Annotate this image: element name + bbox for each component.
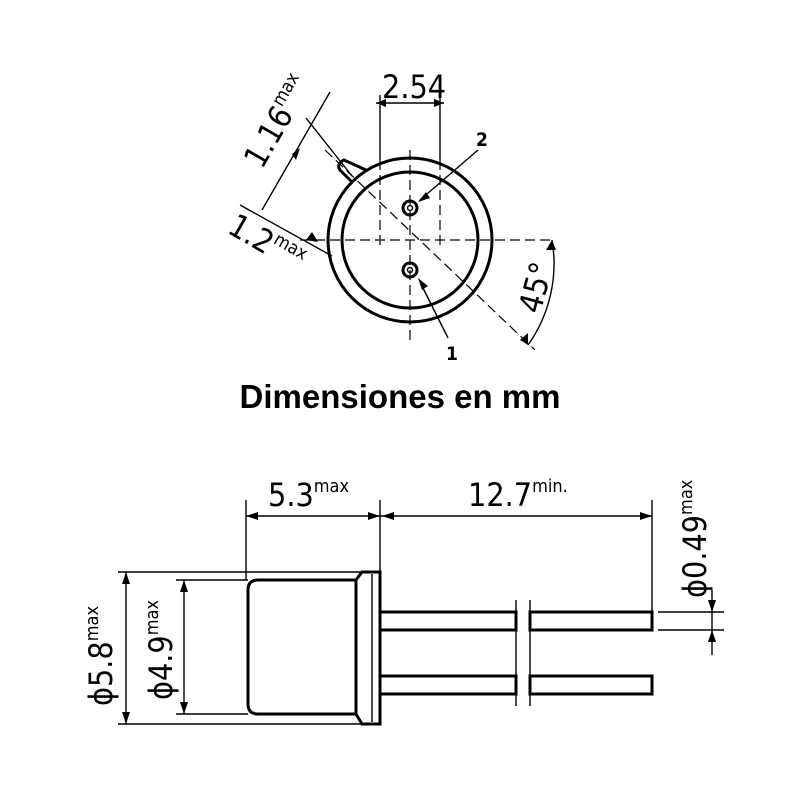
- can-body: [246, 578, 358, 716]
- lead-len-arrow-right: [640, 512, 652, 520]
- flange-diameter-value: ϕ5.8max: [82, 606, 120, 706]
- pin-1-label: 1: [446, 343, 458, 365]
- pin-2-leader: [419, 149, 479, 201]
- pin-1-arrow: [418, 278, 428, 290]
- lead-dia-arrow-top: [708, 600, 716, 612]
- pitch-arrow-left: [376, 99, 386, 107]
- lead-length-value: 12.7min.: [468, 476, 568, 514]
- pitch-value: 2.54: [382, 68, 446, 106]
- side-view: 5.3max 12.7min. ϕ5.8max ϕ4.9max ϕ0.49max: [82, 476, 724, 726]
- tab-width-arrow: [292, 148, 300, 160]
- body-dia-arrow-bottom: [180, 702, 188, 714]
- tab-length-arrow: [306, 232, 318, 242]
- body-length-value: 5.3max: [268, 476, 349, 514]
- angle-value: 45°: [511, 258, 561, 317]
- lead-dia-arrow-bottom: [708, 630, 716, 642]
- can-flange: [354, 570, 382, 726]
- tab-width-value: 1.16max: [236, 69, 319, 174]
- flange-dia-arrow-bottom: [122, 712, 130, 724]
- pin-2-arrow: [418, 192, 430, 202]
- body-len-arrow-right: [368, 512, 380, 520]
- body-diameter-value: ϕ4.9max: [142, 600, 180, 700]
- lead-len-arrow-left: [382, 512, 394, 520]
- orientation-tab: [337, 158, 367, 184]
- body-dia-arrow-top: [180, 580, 188, 592]
- body-len-arrow-left: [246, 512, 258, 520]
- pin-2-label: 2: [476, 129, 488, 151]
- tab-width-ext: [305, 117, 353, 177]
- lead-bottom-right: [528, 674, 654, 696]
- top-view: 2.54 2 1 1.16max 1.2max 45°: [222, 68, 561, 365]
- tab-length-value: 1.2max: [222, 206, 312, 280]
- lead-diameter-value: ϕ0.49max: [676, 479, 714, 598]
- tab-length-dim-line: [239, 204, 333, 257]
- pin-2-circle: [401, 199, 419, 217]
- angle-arrow-top: [546, 240, 556, 250]
- lead-top-left: [378, 610, 518, 632]
- lead-bottom-left: [378, 674, 518, 696]
- lead-top-right: [528, 610, 654, 632]
- angle-arc: [527, 239, 555, 346]
- pin-1-center: [406, 266, 414, 274]
- pin-1-leader: [419, 281, 449, 339]
- caption-dimensions: Dimensiones en mm: [239, 378, 561, 415]
- center-line-diagonal: [324, 149, 536, 351]
- angle-arrow-bottom: [520, 333, 528, 345]
- pin-2-center: [406, 204, 414, 212]
- flange-dia-arrow-top: [122, 572, 130, 584]
- pitch-arrow-right: [434, 99, 444, 107]
- pin-1-circle: [401, 261, 419, 279]
